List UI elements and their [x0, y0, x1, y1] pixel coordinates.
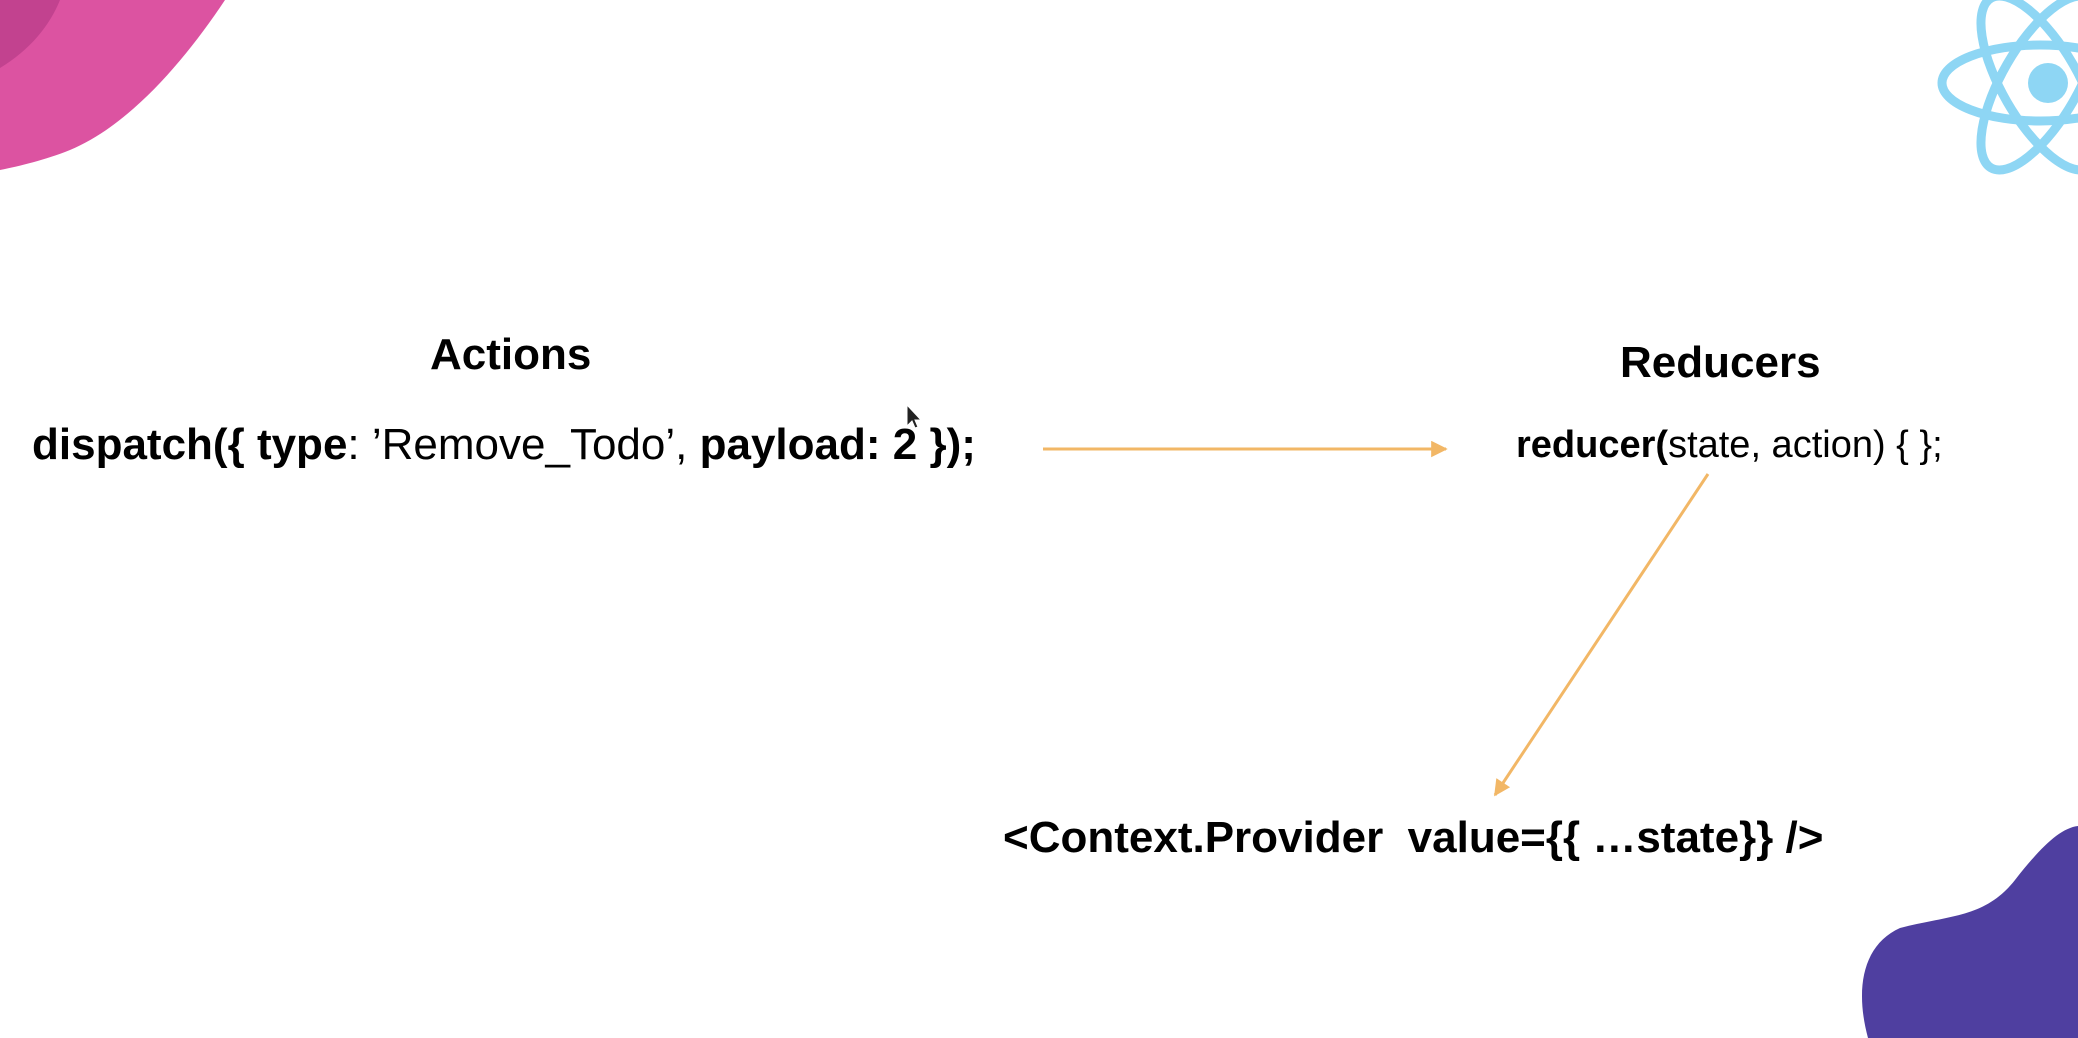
reducer-code: reducer(state, action) { }; — [1516, 426, 1943, 464]
actions-heading: Actions — [430, 330, 592, 379]
payload-text: payload: 2 }); — [699, 420, 976, 469]
pink-blob-decoration — [0, 0, 225, 170]
dispatch-code: dispatch({ type: ’Remove_Todo’, payload:… — [32, 423, 976, 467]
reducer-call-text: reducer( — [1516, 424, 1669, 466]
context-provider-code: <Context.Provider value={{ …state}} /> — [1003, 813, 1824, 862]
type-key-text: type — [256, 420, 348, 469]
type-value-text: : ’Remove_Todo’, — [347, 420, 688, 469]
dispatch-call-text: dispatch({ — [32, 420, 245, 469]
react-logo-icon — [1937, 0, 2078, 175]
purple-blob-decoration — [1861, 826, 2078, 1038]
arrow-reducers-to-provider — [1493, 473, 1710, 797]
reducer-args-text: state, action) { }; — [1668, 424, 1943, 466]
reducers-heading: Reducers — [1620, 338, 1821, 387]
